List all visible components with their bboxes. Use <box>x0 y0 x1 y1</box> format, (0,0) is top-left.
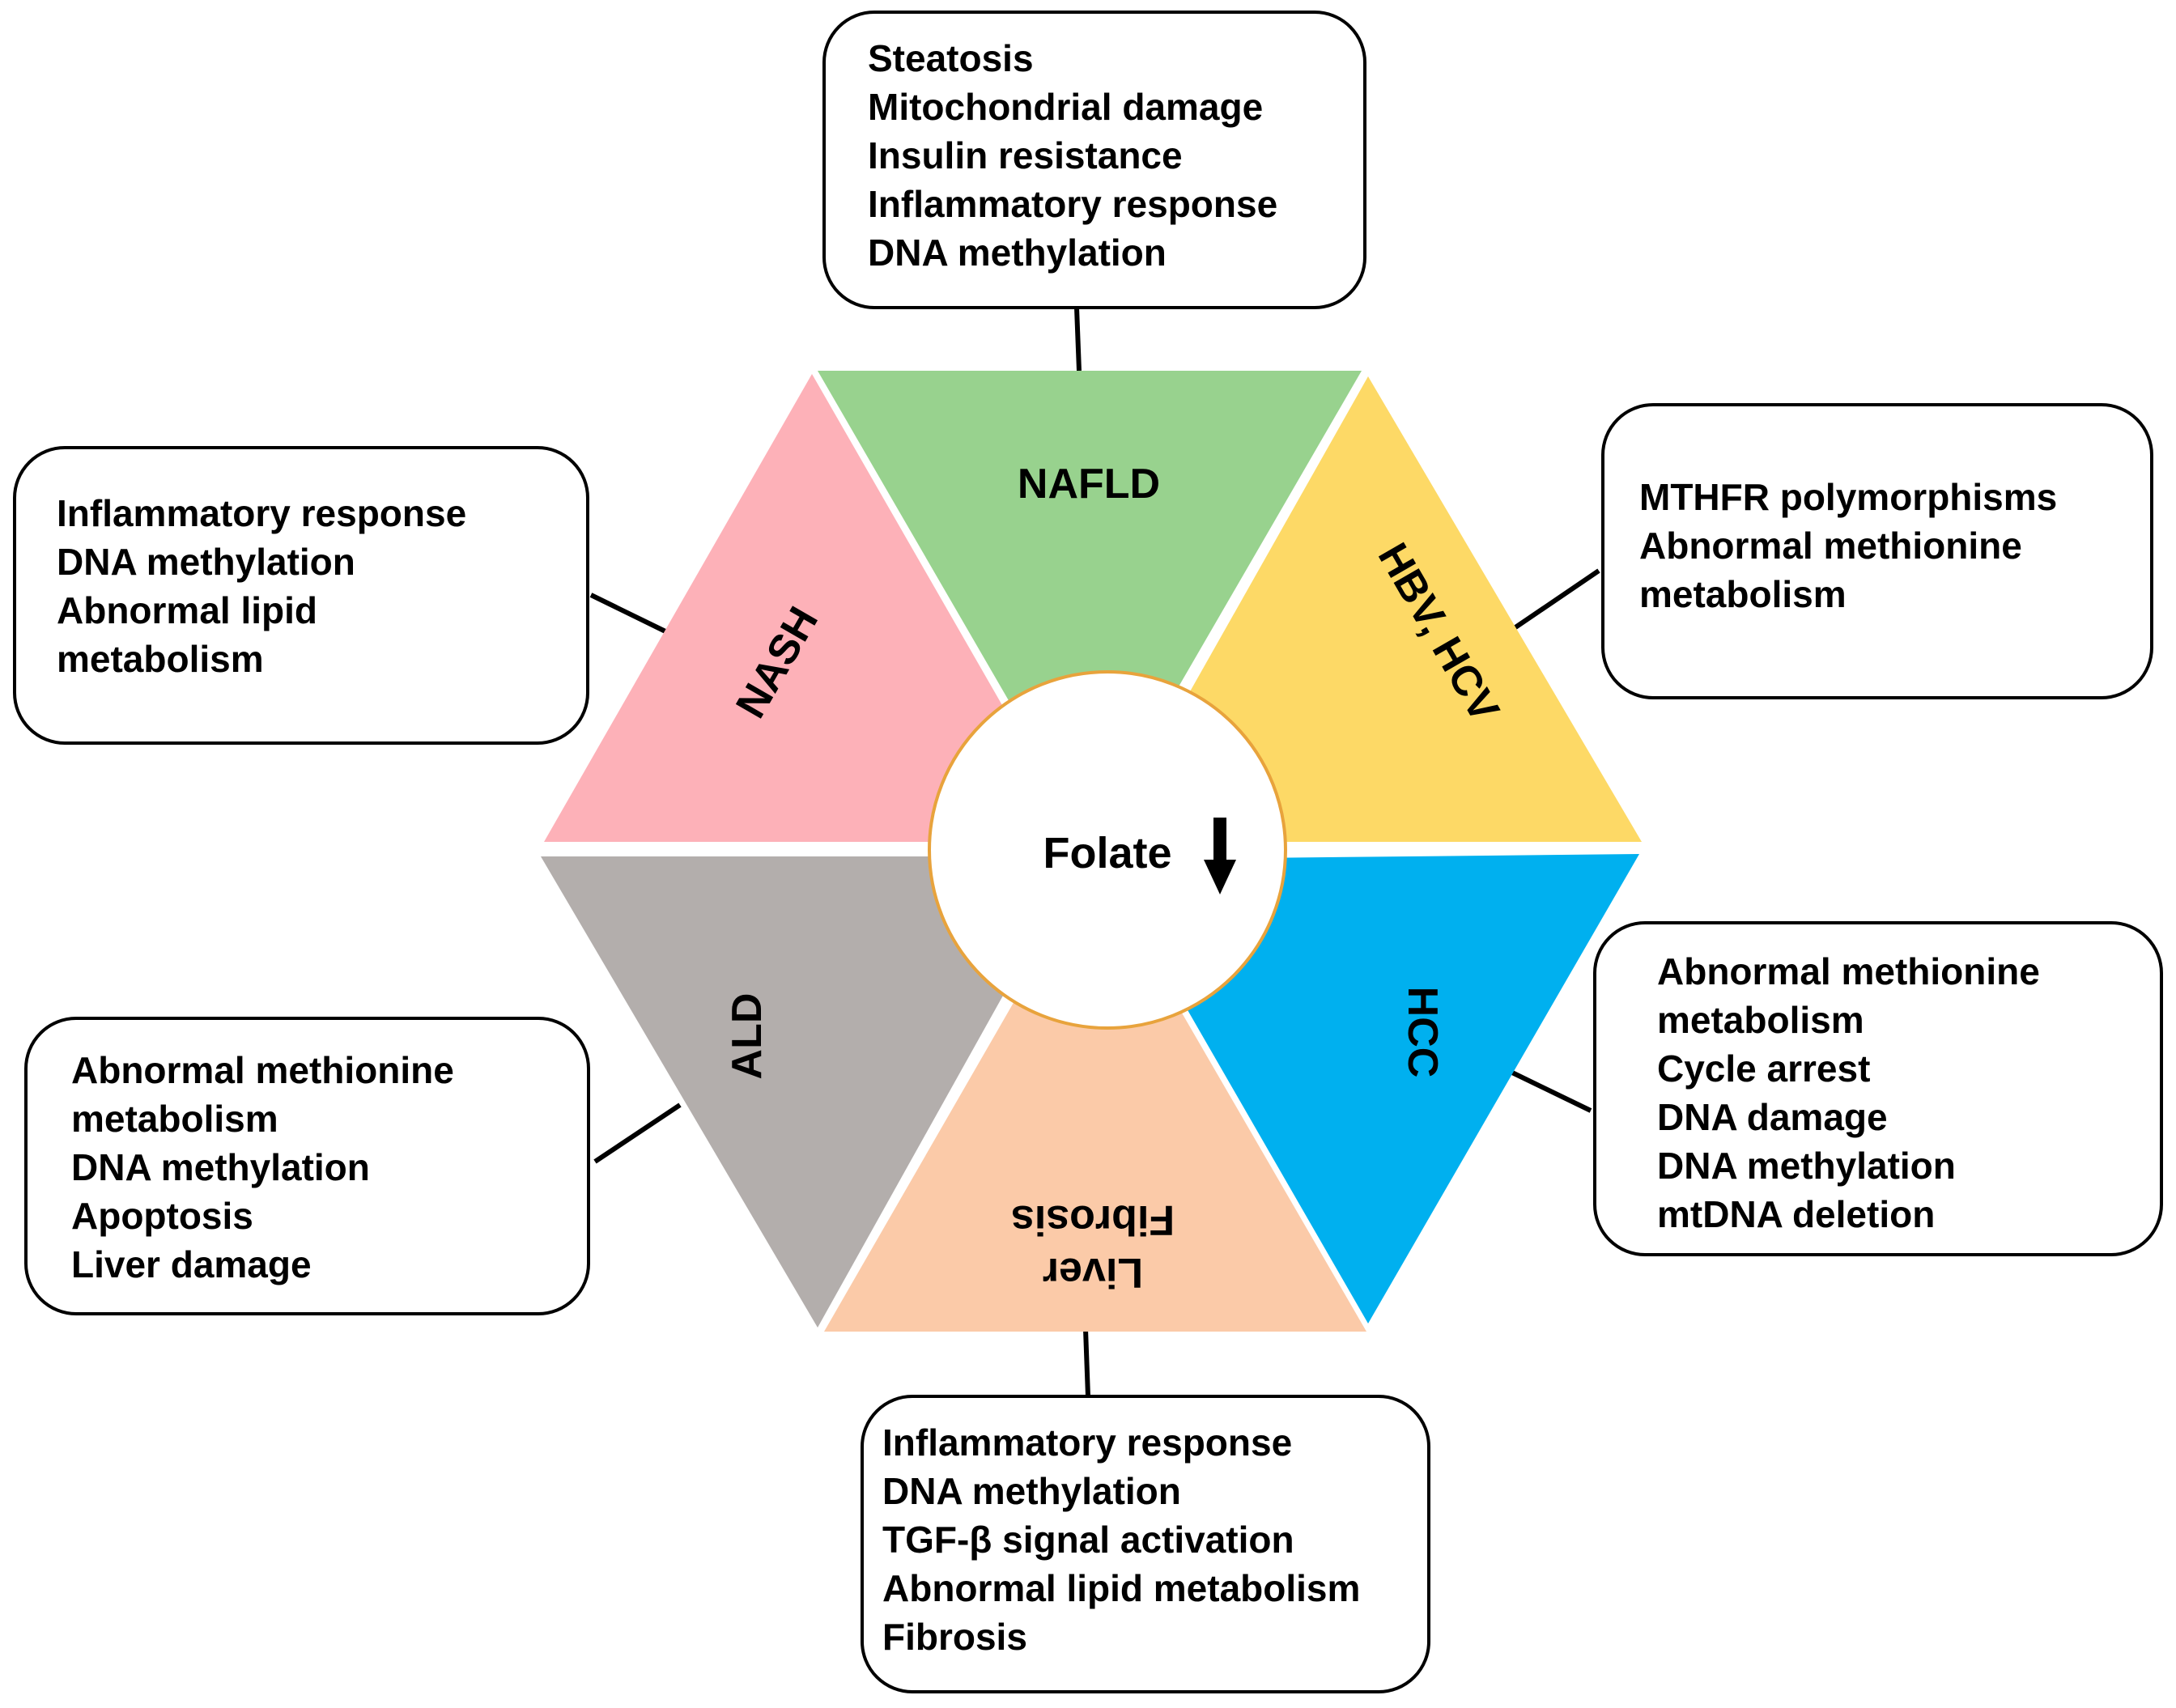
info-line: Insulin resistance <box>868 134 1183 176</box>
info-box-liver-fibrosis: Inflammatory response DNA methylation TG… <box>861 1395 1430 1693</box>
info-box-hbv-hcv: MTHFR polymorphisms Abnormal methionine … <box>1601 403 2153 699</box>
info-line: Mitochondrial damage <box>868 86 1263 128</box>
info-line: Inflammatory response <box>882 1421 1292 1464</box>
info-box-hcc: Abnormal methionine metabolism Cycle arr… <box>1593 921 2163 1256</box>
segment-nafld <box>818 371 1362 840</box>
info-line: Liver damage <box>71 1243 312 1285</box>
info-line: Apoptosis <box>71 1195 253 1237</box>
info-line: metabolism <box>1639 573 1847 615</box>
segment-label-hcc: HCC <box>1399 987 1446 1078</box>
connector-hcc <box>1511 1070 1592 1113</box>
info-line: Inflammatory response <box>868 183 1277 225</box>
info-line: Abnormal methionine <box>1657 950 2040 992</box>
info-line: DNA damage <box>1657 1096 1888 1138</box>
connector-ald <box>593 1103 682 1164</box>
down-arrow-icon <box>1204 818 1236 894</box>
segment-hbv-hcv <box>1105 376 1642 842</box>
info-line: Abnormal methionine <box>1639 525 2022 567</box>
center-label: Folate <box>1043 829 1171 877</box>
segment-label-ald: ALD <box>724 993 771 1080</box>
info-line: mtDNA deletion <box>1657 1193 1935 1235</box>
connector-nafld <box>1074 307 1082 372</box>
connector-hbv-hcv <box>1514 568 1600 630</box>
segment-nash <box>544 374 1081 842</box>
info-line: Cycle arrest <box>1657 1047 1870 1090</box>
info-line: Inflammatory response <box>57 492 466 534</box>
info-line: Steatosis <box>868 37 1034 79</box>
info-line: metabolism <box>1657 999 1864 1041</box>
info-line: MTHFR polymorphisms <box>1639 476 2057 518</box>
segment-liver-fibrosis <box>824 862 1366 1332</box>
info-line: metabolism <box>57 638 264 680</box>
info-box-ald: Abnormal methionine metabolism DNA methy… <box>24 1017 590 1315</box>
info-line: metabolism <box>71 1098 278 1140</box>
connector-nash <box>589 593 667 634</box>
info-line: Abnormal lipid metabolism <box>882 1567 1360 1609</box>
segment-label-liver-fibrosis-line2: Fibrosis <box>1011 1196 1175 1243</box>
info-line: DNA methylation <box>71 1146 370 1188</box>
info-line: Abnormal lipid <box>57 589 317 631</box>
info-line: DNA methylation <box>868 232 1167 274</box>
info-line: TGF-β signal activation <box>882 1519 1294 1561</box>
info-line: Fibrosis <box>882 1616 1027 1658</box>
center-circle <box>928 670 1287 1030</box>
segment-ald <box>541 856 1081 1328</box>
segment-label-liver-fibrosis-line1: Liver <box>1043 1249 1143 1296</box>
info-box-nafld: Steatosis Mitochondrial damage Insulin r… <box>822 11 1366 309</box>
info-line: Abnormal methionine <box>71 1049 454 1091</box>
connector-liver-fibrosis <box>1083 1328 1090 1397</box>
info-line: DNA methylation <box>1657 1145 1956 1187</box>
info-line: DNA methylation <box>882 1470 1181 1512</box>
info-box-nash: Inflammatory response DNA methylation Ab… <box>13 446 589 745</box>
info-line: DNA methylation <box>57 541 355 583</box>
segment-label-nafld: NAFLD <box>1018 461 1160 508</box>
